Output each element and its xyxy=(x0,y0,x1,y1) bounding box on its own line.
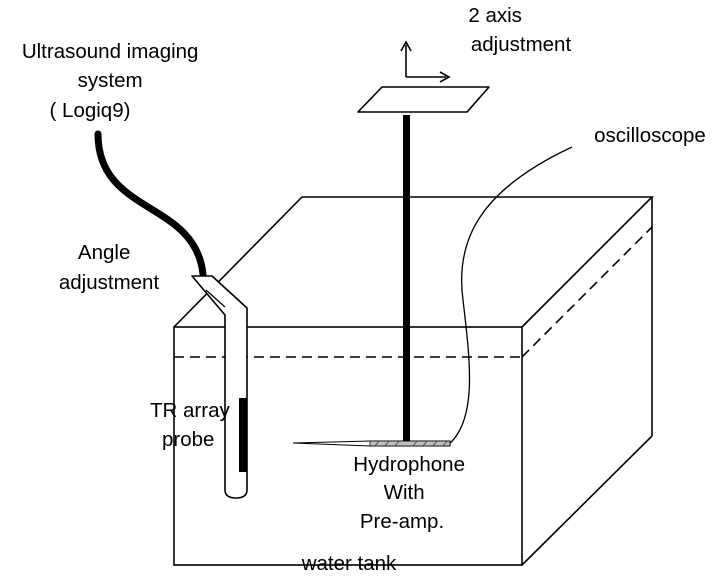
two-axis-label: 2 axis adjustment xyxy=(468,4,571,56)
water-tank xyxy=(173,196,654,566)
tr-array-probe xyxy=(239,398,247,472)
two-axis-label-line2: adjustment xyxy=(471,33,572,56)
axis-arrows-icon xyxy=(400,40,451,83)
hydrophone-needle xyxy=(292,440,451,447)
probe-holder xyxy=(191,275,248,499)
hydrophone-label-line2: With xyxy=(384,481,425,504)
angle-adjustment-label-line1: Angle xyxy=(78,241,130,264)
two-axis-label-line1: 2 axis xyxy=(468,4,522,27)
positioning-rod xyxy=(403,115,410,444)
angle-adjustment-label: Angle adjustment xyxy=(59,241,160,294)
tr-array-probe-label-line1: TR array xyxy=(150,399,230,422)
imaging-system-cable xyxy=(94,130,207,278)
adjustment-plate xyxy=(357,86,490,113)
hydrophone-label-line1: Hydrophone xyxy=(353,453,465,476)
hydrophone-label-line3: Pre-amp. xyxy=(360,510,444,533)
oscilloscope-cable xyxy=(447,146,573,446)
oscilloscope-label: oscilloscope xyxy=(594,124,706,147)
angle-adjustment-label-line2: adjustment xyxy=(59,271,160,294)
probe-holder-inner-edge xyxy=(205,289,226,308)
imaging-system-label: Ultrasound imaging system ( Logiq9) xyxy=(22,40,204,122)
tr-array-probe-label: TR array probe xyxy=(150,399,235,451)
water-tank-label: water tank xyxy=(301,552,397,575)
tank-top-back-edge xyxy=(173,196,654,328)
hydrophone-label: Hydrophone With Pre-amp. xyxy=(353,453,470,533)
tr-array-probe-label-line2: probe xyxy=(162,428,214,451)
tank-front-face xyxy=(173,326,523,566)
imaging-system-label-line1: Ultrasound imaging xyxy=(22,40,199,63)
tank-right-bottom-edge xyxy=(521,435,653,566)
imaging-system-label-line3: ( Logiq9) xyxy=(50,99,131,122)
imaging-system-label-line2: system xyxy=(78,69,143,92)
